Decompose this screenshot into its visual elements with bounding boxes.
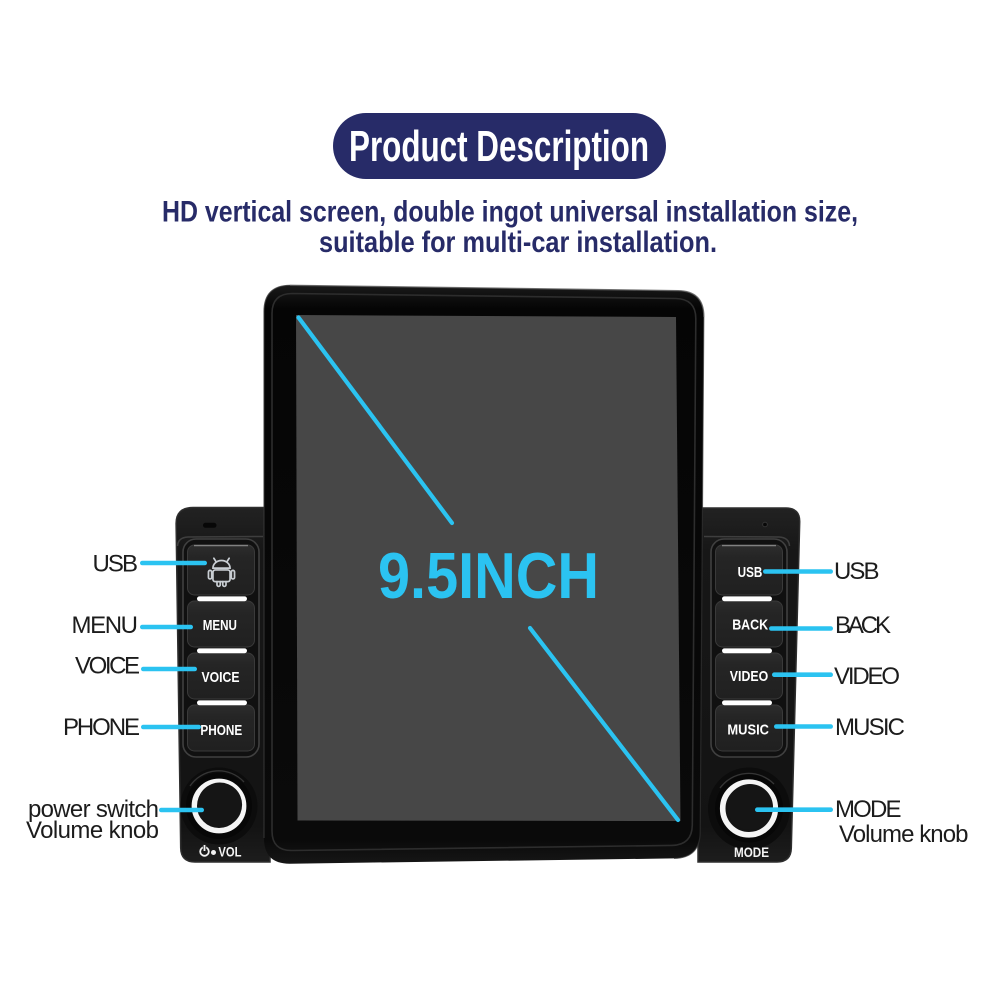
svg-text:MUSIC: MUSIC <box>835 714 905 741</box>
svg-text:MUSIC: MUSIC <box>727 722 769 739</box>
svg-text:PHONE: PHONE <box>63 714 140 741</box>
svg-text:VIDEO: VIDEO <box>730 668 769 685</box>
svg-text:VOL: VOL <box>218 844 241 859</box>
svg-text:9.5INCH: 9.5INCH <box>378 539 599 612</box>
svg-text:Volume knob: Volume knob <box>26 817 159 844</box>
svg-text:MODE: MODE <box>734 845 769 860</box>
svg-text:Product Description: Product Description <box>349 122 649 171</box>
svg-text:suitable for multi-car install: suitable for multi-car installation. <box>319 226 717 259</box>
svg-text:PHONE: PHONE <box>200 722 242 739</box>
svg-text:BACK: BACK <box>835 612 891 639</box>
svg-text:power switch: power switch <box>28 796 159 823</box>
svg-text:BACK: BACK <box>732 617 768 634</box>
svg-text:MENU: MENU <box>72 612 139 639</box>
svg-text:Volume knob: Volume knob <box>839 821 969 848</box>
svg-text:HD vertical screen, double ing: HD vertical screen, double ingot univers… <box>162 196 858 229</box>
svg-text:VOICE: VOICE <box>202 669 240 686</box>
svg-text:MENU: MENU <box>203 617 237 634</box>
svg-text:USB: USB <box>93 551 139 578</box>
svg-text:VIDEO: VIDEO <box>834 663 900 690</box>
svg-text:MODE: MODE <box>835 796 902 823</box>
svg-text:VOICE: VOICE <box>75 653 140 680</box>
svg-text:USB: USB <box>834 558 880 585</box>
svg-text:USB: USB <box>738 564 763 581</box>
